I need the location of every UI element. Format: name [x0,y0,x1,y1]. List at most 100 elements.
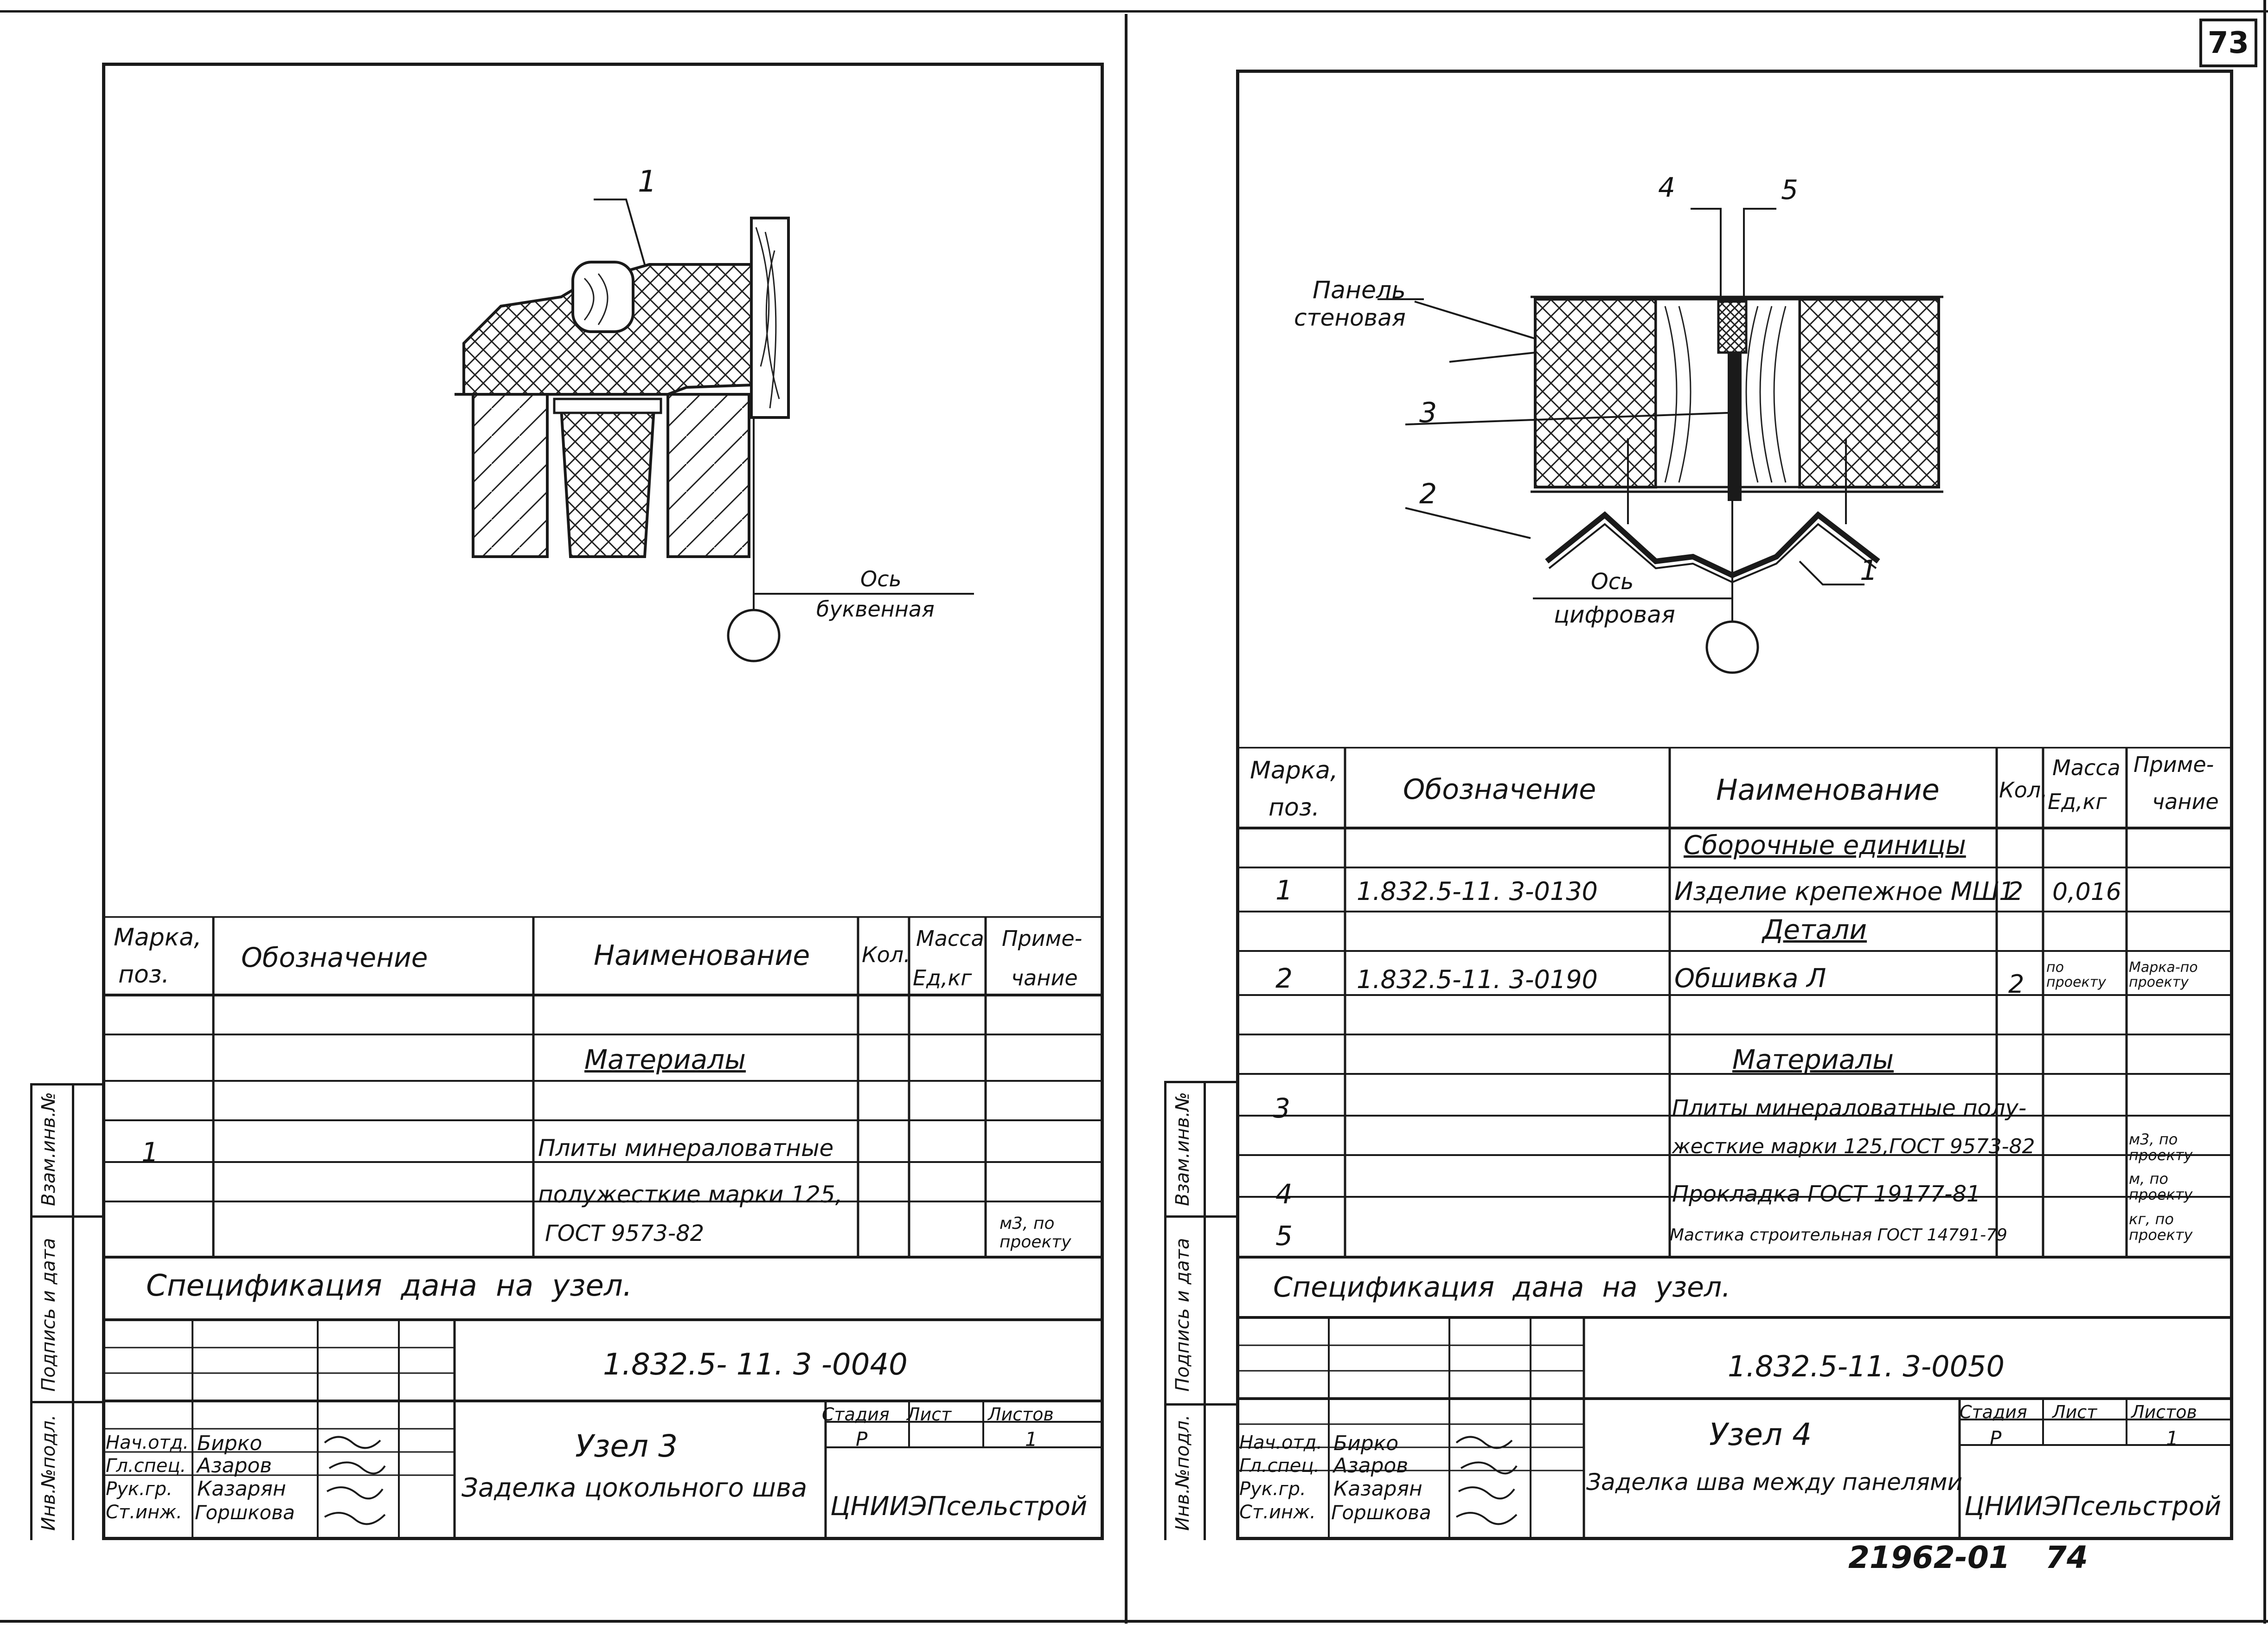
left-person-role-3: Рук.гр. [106,1478,173,1500]
left-hdr-designation: Обозначение [241,942,428,973]
left-row-note-1: м3, по [999,1214,1055,1233]
right-callout-5: 5 [1781,174,1798,206]
left-person-role-1: Нач.отд. [106,1432,189,1453]
left-side-strip-line [72,1083,74,1540]
right-row2-des: 1.832.5-11. 3-0190 [1357,965,1598,994]
right-subtitle: Заделка шва между панелями [1586,1469,1963,1496]
right-row3-name-1: Плиты минераловатные полу- [1672,1095,2027,1121]
footer-next-page: 74 [2045,1540,2088,1575]
right-org: ЦНИИЭПсельстрой [1964,1491,2222,1522]
left-sheets-val: 1 [1025,1428,1038,1451]
left-person-name-3: Казарян [197,1477,286,1501]
left-row-pos: 1 [141,1137,159,1168]
right-joint-drawing [1377,208,1943,674]
left-sheets-hdr: Листов [988,1404,1054,1425]
left-sheet-hdr: Лист [907,1404,952,1425]
right-hdr-mass-2: Ед,кг [2048,789,2107,814]
right-row2-note: Марка-по проекту [2129,959,2198,990]
right-person-name-4: Горшкова [1331,1501,1431,1524]
left-side-strip-div1 [30,1215,104,1218]
right-side-label-vzam: Взам.инв.№ [1172,1092,1193,1206]
right-person-role-3: Рук.гр. [1239,1478,1306,1500]
right-person-role-1: Нач.отд. [1239,1432,1323,1453]
left-side-strip-div2 [30,1401,104,1403]
right-hdr-designation: Обозначение [1403,773,1596,806]
right-person-name-3: Казарян [1333,1477,1422,1501]
left-side-strip-top [30,1083,104,1085]
right-row4-note: м, по проекту [2129,1170,2193,1203]
right-row5-name: Мастика строительная ГОСТ 14791-79 [1670,1226,2007,1245]
right-sheet-hdr: Лист [2052,1402,2097,1422]
left-org: ЦНИИЭПсельстрой [830,1491,1088,1522]
left-side-strip-edge [30,1083,32,1540]
right-row3-note: м3, по проекту [2129,1130,2193,1164]
right-row4-pos: 4 [1275,1178,1293,1210]
right-row1-name: Изделие крепежное МШ1 [1674,877,2015,906]
left-subtitle: Заделка цокольного шва [461,1473,807,1503]
right-callout-2: 2 [1419,478,1437,510]
right-row1-mass: 0,016 [2052,878,2121,906]
bottom-edge-line [0,1620,2268,1623]
right-doc-code: 1.832.5-11. 3-0050 [1728,1349,2005,1383]
left-hdr-pos-1: Марка, [114,924,202,951]
right-hdr-pos-2: поз. [1269,794,1320,822]
right-axis-label-1: Ось [1591,569,1634,595]
right-hdr-note-1: Приме- [2133,752,2214,777]
left-hdr-note-1: Приме- [1002,926,1083,951]
right-side-strip-line [1204,1081,1206,1540]
right-row2-qty: 2 [2008,970,2025,999]
right-callout-1: 1 [1860,554,1878,587]
left-side-label-sign: Подпись и дата [38,1238,59,1392]
right-row3-name-2: жесткие марки 125,ГОСТ 9573-82 [1672,1135,2035,1158]
page-number-box: 73 [2199,19,2257,67]
right-row3-pos: 3 [1273,1092,1290,1124]
left-side-label-vzam: Взам.инв.№ [38,1092,59,1206]
left-callout-1: 1 [638,165,657,199]
left-hdr-qty: Кол. [862,942,910,967]
footer-archive-no: 21962-01 [1848,1540,2010,1575]
right-row2-pos: 2 [1275,963,1293,994]
left-footnote: Спецификация дана на узел. [146,1269,633,1303]
left-spec-grid [102,916,1104,1540]
right-hdr-note-2: чание [2152,789,2219,814]
right-hdr-name: Наименование [1716,773,1940,807]
left-title: Узел 3 [575,1428,678,1464]
right-section-materials: Материалы [1732,1044,1894,1075]
right-stage-val: Р [1990,1427,2002,1450]
right-row1-des: 1.832.5-11. 3-0130 [1357,877,1598,906]
left-hdr-name: Наименование [594,939,810,972]
right-callout-3: 3 [1419,397,1437,429]
left-hdr-mass-1: Масса [916,926,984,951]
left-row-name-2: полужесткие марки 125, [538,1181,843,1208]
right-signatures [1455,1436,1518,1525]
left-side-label-inv: Инв.№подл. [38,1414,59,1531]
left-row-note-2: проекту [999,1233,1071,1252]
left-person-role-2: Гл.спец. [106,1455,186,1477]
left-person-name-4: Горшкова [195,1501,295,1524]
right-panel-label-2: стеновая [1294,304,1406,331]
left-doc-code: 1.832.5- 11. 3 -0040 [603,1348,908,1382]
left-sheet-frame [102,63,1104,1540]
right-section-details: Детали [1762,914,1867,945]
left-hdr-note-2: чание [1011,965,1078,990]
right-person-name-1: Бирко [1333,1432,1399,1455]
left-hdr-mass-2: Ед,кг [913,965,972,990]
right-side-strip-div1 [1164,1215,1238,1218]
left-axis-label-1: Ось [860,566,902,591]
right-axis-label-2: цифровая [1554,601,1675,628]
left-person-name-2: Азаров [197,1454,272,1477]
right-side-strip-edge [1164,1081,1166,1540]
right-person-name-2: Азаров [1333,1454,1409,1477]
left-stage-hdr: Стадия [822,1404,890,1425]
right-person-role-4: Ст.инж. [1239,1502,1316,1523]
right-hdr-qty: Кол. [1999,777,2048,803]
right-spec-grid [1236,747,2233,1540]
right-title: Узел 4 [1709,1417,1812,1452]
left-person-role-4: Ст.инж. [106,1502,182,1523]
left-row-name-3: ГОСТ 9573-82 [545,1220,705,1246]
right-section-assemblies: Сборочные единицы [1684,830,1966,861]
right-footnote: Спецификация дана на узел. [1273,1271,1731,1304]
right-callout-4: 4 [1658,172,1675,203]
right-row2-name: Обшивка Л [1674,963,1826,994]
right-side-strip-top [1164,1081,1238,1083]
